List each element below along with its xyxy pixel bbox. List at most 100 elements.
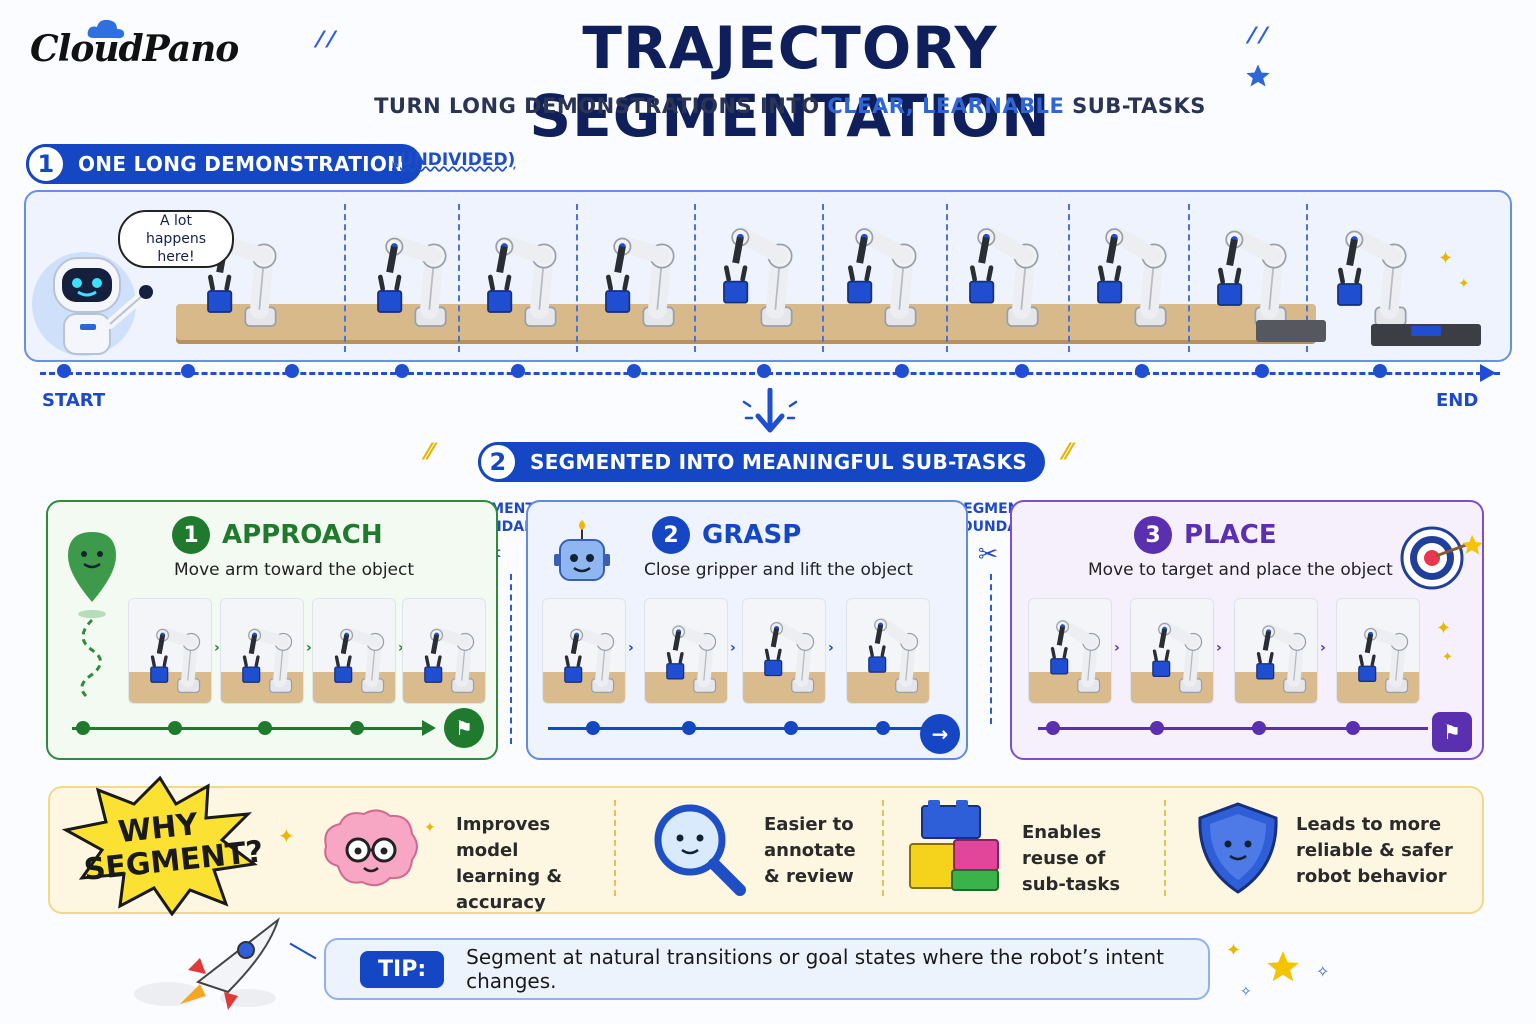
phase-timeline-dot <box>876 721 890 735</box>
timeline-dot <box>57 364 71 378</box>
sparkle-icon: ✧ <box>1316 962 1330 981</box>
robot-arm-icon <box>666 624 717 693</box>
shield-icon <box>1198 802 1278 894</box>
sparkle-icon: ✧ <box>1240 984 1252 1000</box>
brand-name: CloudPano <box>30 28 239 70</box>
why-item-text: Leads to more reliable & safer robot beh… <box>1296 814 1453 887</box>
robot-arm-icon <box>1152 621 1203 693</box>
location-pin-icon <box>68 532 116 698</box>
chevron-right-icon: › <box>628 640 634 656</box>
phase-timeline-dot <box>1252 721 1266 735</box>
sparkle-icon: ✦ <box>278 824 295 848</box>
connector-line <box>289 942 317 960</box>
phase-name: PLACE <box>1184 520 1277 550</box>
phase-thumbnail <box>846 598 930 704</box>
arrow-right-icon <box>1480 364 1496 382</box>
demo-frame <box>938 200 1058 356</box>
timeline-dot <box>627 364 641 378</box>
step1-number: 1 <box>26 144 66 184</box>
timeline-dot <box>511 364 525 378</box>
robot-arm-icon <box>605 236 675 327</box>
sparkle-icon: ✦ <box>1438 248 1454 269</box>
subtitle-highlight: CLEAR, LEARNABLE <box>827 94 1065 118</box>
phase-thumbnail <box>1028 598 1112 704</box>
tip-label: TIP: <box>360 950 445 988</box>
sparkle-icon: ✦ <box>1442 650 1453 665</box>
frame-separator <box>694 204 696 352</box>
robot-arm-icon <box>564 627 615 693</box>
sparkle-icon: ✦ <box>1458 276 1470 292</box>
long-demo-strip: ✦ ✦ <box>24 190 1512 362</box>
robot-arm-icon <box>1358 626 1409 693</box>
demo-frame <box>692 200 812 356</box>
segment-boundary-line <box>990 574 992 724</box>
frame-separator <box>1306 204 1308 352</box>
robot-arm-icon <box>1337 229 1407 327</box>
robot-arm-icon <box>1050 619 1101 693</box>
sparkle-icon: ⁄⁄ <box>1064 440 1072 465</box>
phase-thumbnail <box>312 598 396 704</box>
frame-separator <box>344 204 346 352</box>
chevron-right-icon: › <box>1216 640 1222 656</box>
step2-label: SEGMENTED INTO MEANINGFUL SUB-TASKS <box>530 450 1028 474</box>
phase-card-place: 3 PLACE Move to target and place the obj… <box>1010 500 1484 760</box>
brand-logo: CloudPano <box>30 19 239 70</box>
step2-header: 2 SEGMENTED INTO MEANINGFUL SUB-TASKS <box>478 442 1046 482</box>
chevron-right-icon: › <box>828 640 834 656</box>
phase-number: 3 <box>1134 516 1172 554</box>
robot-arm-icon <box>242 627 293 693</box>
robot-arm-icon <box>1097 226 1167 327</box>
sparkle-icon: ⁄⁄ <box>426 440 434 465</box>
robot-arm-icon <box>1256 624 1307 693</box>
frame-separator <box>1068 204 1070 352</box>
robot-arm-icon <box>764 620 815 693</box>
robot-arm-icon <box>377 236 447 327</box>
robot-head-icon <box>554 520 610 581</box>
step1-header: 1 ONE LONG DEMONSTRATION <box>26 144 423 184</box>
timeline-dot <box>181 364 195 378</box>
phase-thumbnail <box>1234 598 1318 704</box>
timeline-dot <box>1015 364 1029 378</box>
tip-panel: TIP: Segment at natural transitions or g… <box>324 938 1210 1000</box>
robot-arm-icon <box>969 226 1039 327</box>
demo-frame <box>816 200 936 356</box>
why-item-text: Improves model learning & accuracy <box>456 814 563 913</box>
timeline-start-label: START <box>42 390 106 411</box>
phase-timeline-dot <box>1150 721 1164 735</box>
target-marker <box>1411 326 1441 336</box>
timeline-dot <box>1255 364 1269 378</box>
phase-title: 3 PLACE <box>1134 516 1277 554</box>
subtitle-post: SUB-TASKS <box>1064 94 1206 118</box>
phase-thumbnail <box>220 598 304 704</box>
chevron-right-icon: › <box>398 640 404 656</box>
sparkle-icon: ✦ <box>424 820 436 836</box>
step2-number: 2 <box>478 442 518 482</box>
step1-label: ONE LONG DEMONSTRATION <box>78 152 405 176</box>
finish-flag-icon: ⚑ <box>1432 712 1472 752</box>
phase-thumbnail <box>128 598 212 704</box>
robot-arm-icon <box>868 617 919 693</box>
phase-timeline-dot <box>168 721 182 735</box>
phase-card-grasp: 2 GRASP Close gripper and lift the objec… <box>526 500 968 760</box>
chevron-right-icon: › <box>1114 640 1120 656</box>
magnifier-icon <box>654 804 746 896</box>
phase-thumbnail <box>1130 598 1214 704</box>
phase-number: 2 <box>652 516 690 554</box>
demo-frame <box>1306 200 1426 356</box>
phase-thumbnail <box>1336 598 1420 704</box>
divider <box>614 800 616 896</box>
page-title: TRAJECTORY SEGMENTATION <box>529 14 1051 150</box>
scissors-icon: ✂ <box>978 540 999 568</box>
arrow-right-icon: → <box>920 714 960 754</box>
why-item-text: Easier to annotate & review <box>764 814 856 887</box>
robot-arm-icon <box>1217 229 1287 327</box>
robot-arm-icon <box>847 226 917 327</box>
sparkle-icon: ✦ <box>1226 940 1242 961</box>
divider <box>1164 800 1166 896</box>
robot-arm-icon <box>487 236 557 327</box>
timeline-end-label: END <box>1436 390 1479 411</box>
robot-arm-icon <box>723 226 793 327</box>
table-surface <box>176 304 1316 340</box>
phase-timeline-dot <box>586 721 600 735</box>
timeline-dot <box>1135 364 1149 378</box>
